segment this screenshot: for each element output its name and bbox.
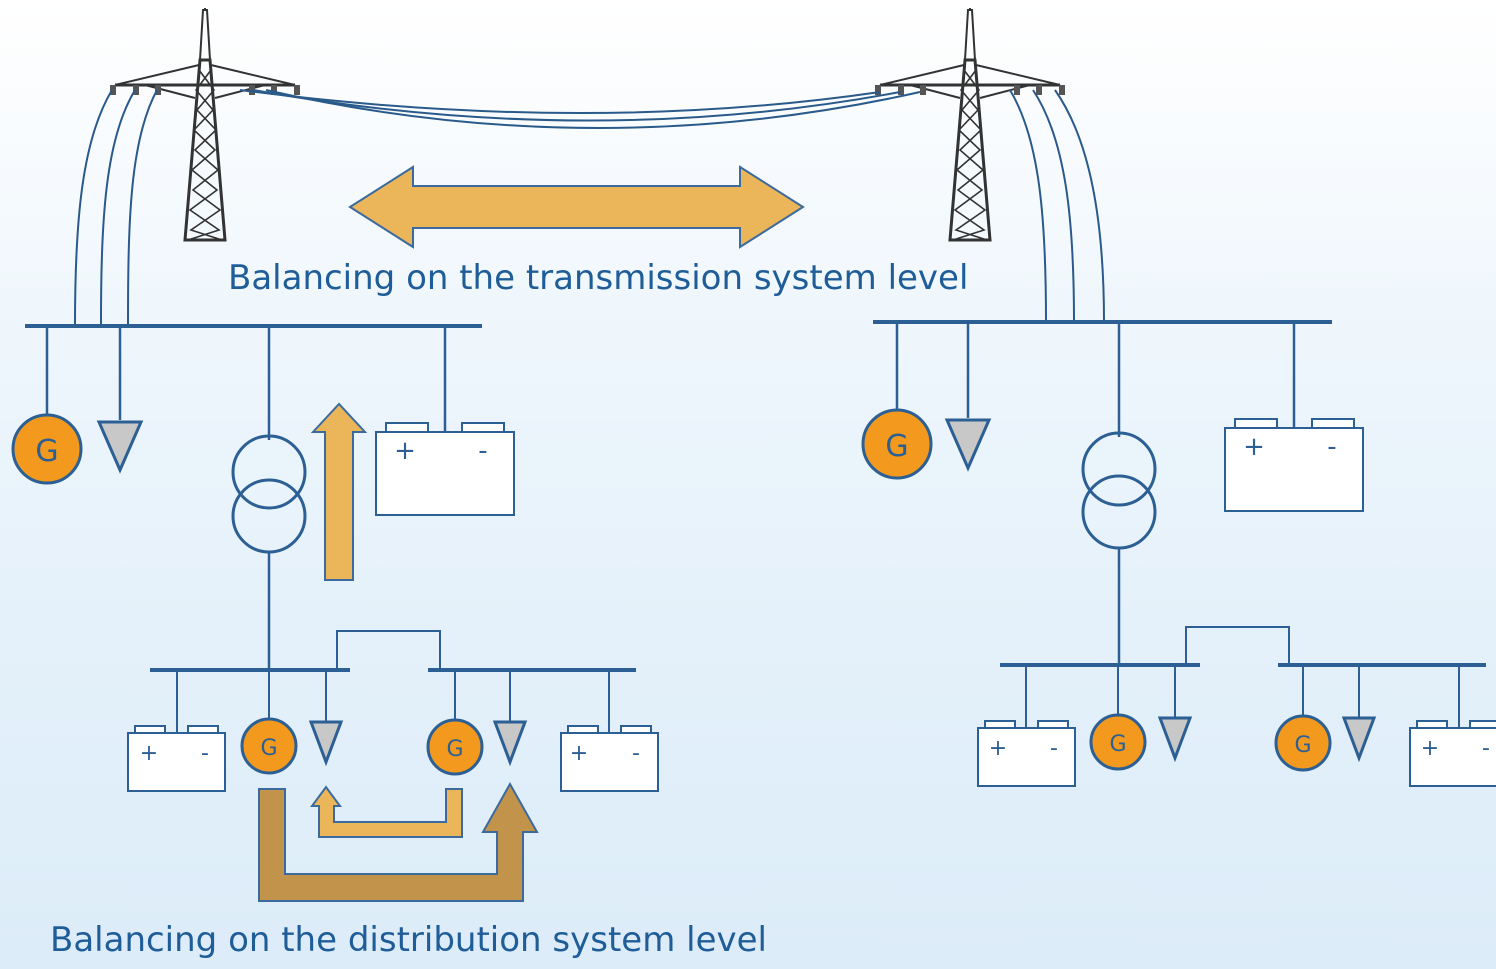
svg-text:G: G bbox=[1294, 733, 1311, 758]
svg-text:-: - bbox=[1327, 432, 1336, 462]
svg-text:+: + bbox=[989, 736, 1007, 761]
generator-lv-4 bbox=[1274, 714, 1332, 772]
battery-lv-1-icon: + - bbox=[127, 725, 226, 792]
svg-text:-: - bbox=[1482, 736, 1490, 761]
svg-text:-: - bbox=[478, 436, 487, 466]
battery-lv-4-icon: + - bbox=[1409, 720, 1496, 787]
svg-text:+: + bbox=[394, 436, 416, 466]
pylon-drop-lines-left bbox=[74, 89, 158, 326]
load-left-hv-icon bbox=[97, 420, 143, 472]
battery-lv-3-icon: + - bbox=[977, 720, 1076, 787]
svg-text:-: - bbox=[201, 741, 209, 766]
transmission-lines bbox=[239, 89, 921, 129]
load-lv-3-icon bbox=[1158, 716, 1192, 760]
generator-lv-2 bbox=[426, 718, 484, 776]
distribution-arrow-large bbox=[258, 781, 539, 902]
svg-text:G: G bbox=[260, 736, 277, 761]
svg-text:G: G bbox=[446, 737, 463, 762]
transformer-right bbox=[1081, 431, 1157, 507]
load-right-hv-icon bbox=[945, 418, 991, 470]
battery-lv-2-icon: + - bbox=[560, 725, 659, 792]
pylon-left-icon bbox=[108, 6, 302, 242]
distribution-balancing-label: Balancing on the distribution system lev… bbox=[50, 920, 767, 960]
transformer-left bbox=[231, 434, 307, 510]
generator-lv-1 bbox=[240, 717, 298, 775]
svg-text:+: + bbox=[1421, 736, 1439, 761]
svg-text:-: - bbox=[1050, 736, 1058, 761]
battery-right-hv-icon: + - bbox=[1224, 418, 1364, 512]
transmission-balancing-label: Balancing on the transmission system lev… bbox=[228, 258, 969, 298]
svg-text:-: - bbox=[632, 741, 640, 766]
transmission-balancing-arrow bbox=[348, 165, 805, 249]
load-lv-2-icon bbox=[493, 720, 527, 764]
upward-balancing-arrow bbox=[310, 402, 368, 581]
svg-text:+: + bbox=[1243, 432, 1265, 462]
load-lv-1-icon bbox=[309, 720, 343, 764]
generator-right-hv bbox=[861, 408, 933, 480]
battery-left-hv-icon: + - bbox=[375, 422, 515, 516]
generator-label: G bbox=[35, 434, 58, 469]
svg-text:+: + bbox=[570, 741, 588, 766]
pylon-right-icon bbox=[873, 6, 1067, 242]
generator-lv-3 bbox=[1089, 713, 1147, 771]
svg-text:+: + bbox=[140, 741, 158, 766]
svg-text:G: G bbox=[885, 429, 908, 464]
pylon-drop-lines-right bbox=[1009, 89, 1105, 323]
svg-text:G: G bbox=[1109, 732, 1126, 757]
load-lv-4-icon bbox=[1342, 716, 1376, 760]
distribution-arrow-small bbox=[310, 785, 463, 838]
generator-left-hv bbox=[11, 413, 83, 485]
